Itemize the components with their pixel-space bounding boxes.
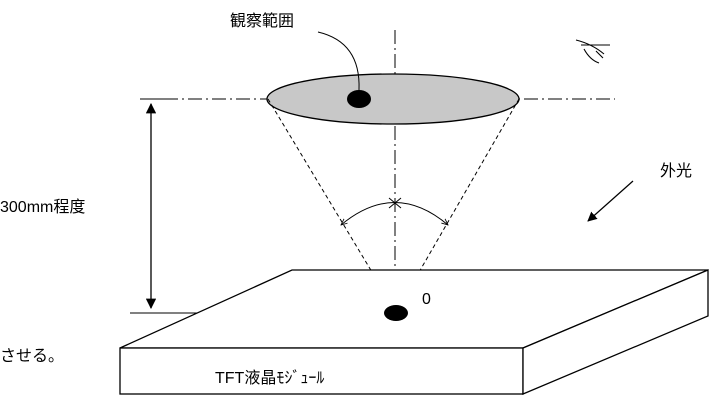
module-label: TFT液晶ﾓｼﾞｭｰﾙ [215,369,324,387]
observation-center-dot [347,90,371,108]
module-side-face [522,269,709,395]
origin-label: 0 [422,291,431,308]
external-light-label: 外光 [660,162,692,180]
observation-range-ellipse [266,73,520,125]
origin-dot [384,305,408,321]
eye-icon [575,39,610,64]
cut-off-caption: させる。 [0,347,64,365]
observation-range-label: 観察範囲 [230,12,294,30]
angle-center-mark [388,197,402,209]
external-light-arrow [587,180,634,222]
distance-label: 300mm程度 [0,198,85,216]
module-front-face [119,347,524,395]
observation-leader-line [317,31,360,91]
